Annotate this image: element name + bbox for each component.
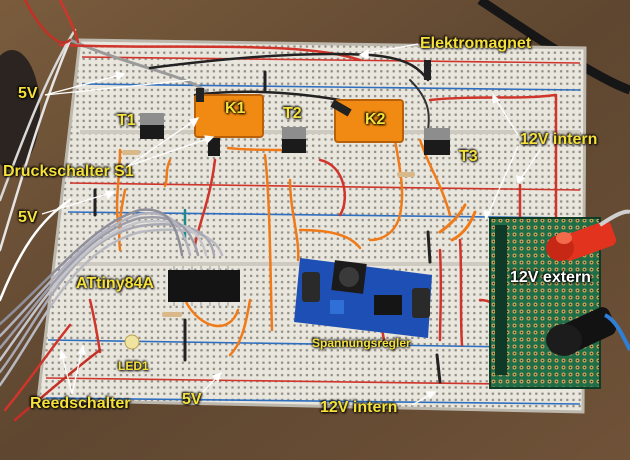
transistor-t2 [282,127,306,153]
grey-ribbon-wires [0,0,224,422]
label-led1: LED1 [118,359,149,373]
wires [58,38,558,384]
relay-k2 [334,99,404,143]
relay-k1 [194,94,264,138]
label-t1: T1 [117,112,136,129]
label-k1: K1 [225,100,246,117]
label-5v-top: 5V [18,85,38,102]
dark-object-top-left [0,50,40,170]
label-elektromagnet: Elektromagnet [420,35,532,52]
red-banana-plug [546,209,630,261]
label-reedschalter: Reedschalter [30,395,131,412]
label-k2: K2 [365,111,386,128]
label-12v-extern: 12V extern [510,269,591,286]
label-12v-intern-top: 12V intern [520,131,598,148]
label-t3: T3 [459,148,478,165]
label-12v-intern-bottom: 12V intern [320,399,398,416]
push-button-s1 [208,138,220,156]
attiny-chip [168,266,240,306]
label-attiny84a: ATtiny84A [76,275,154,292]
label-spannungsregler: Spannungsregler [312,336,411,350]
black-banana-plug [546,307,630,356]
label-druckschalter-s1: Druckschalter S1 [3,163,134,180]
transistor-t3 [424,128,450,155]
label-t2: T2 [283,105,302,122]
label-5v-mid: 5V [18,209,38,226]
led-1 [124,334,140,350]
transistor-t1 [140,113,164,139]
label-5v-bottom: 5V [182,391,202,408]
voltage-regulator-module [294,258,432,338]
